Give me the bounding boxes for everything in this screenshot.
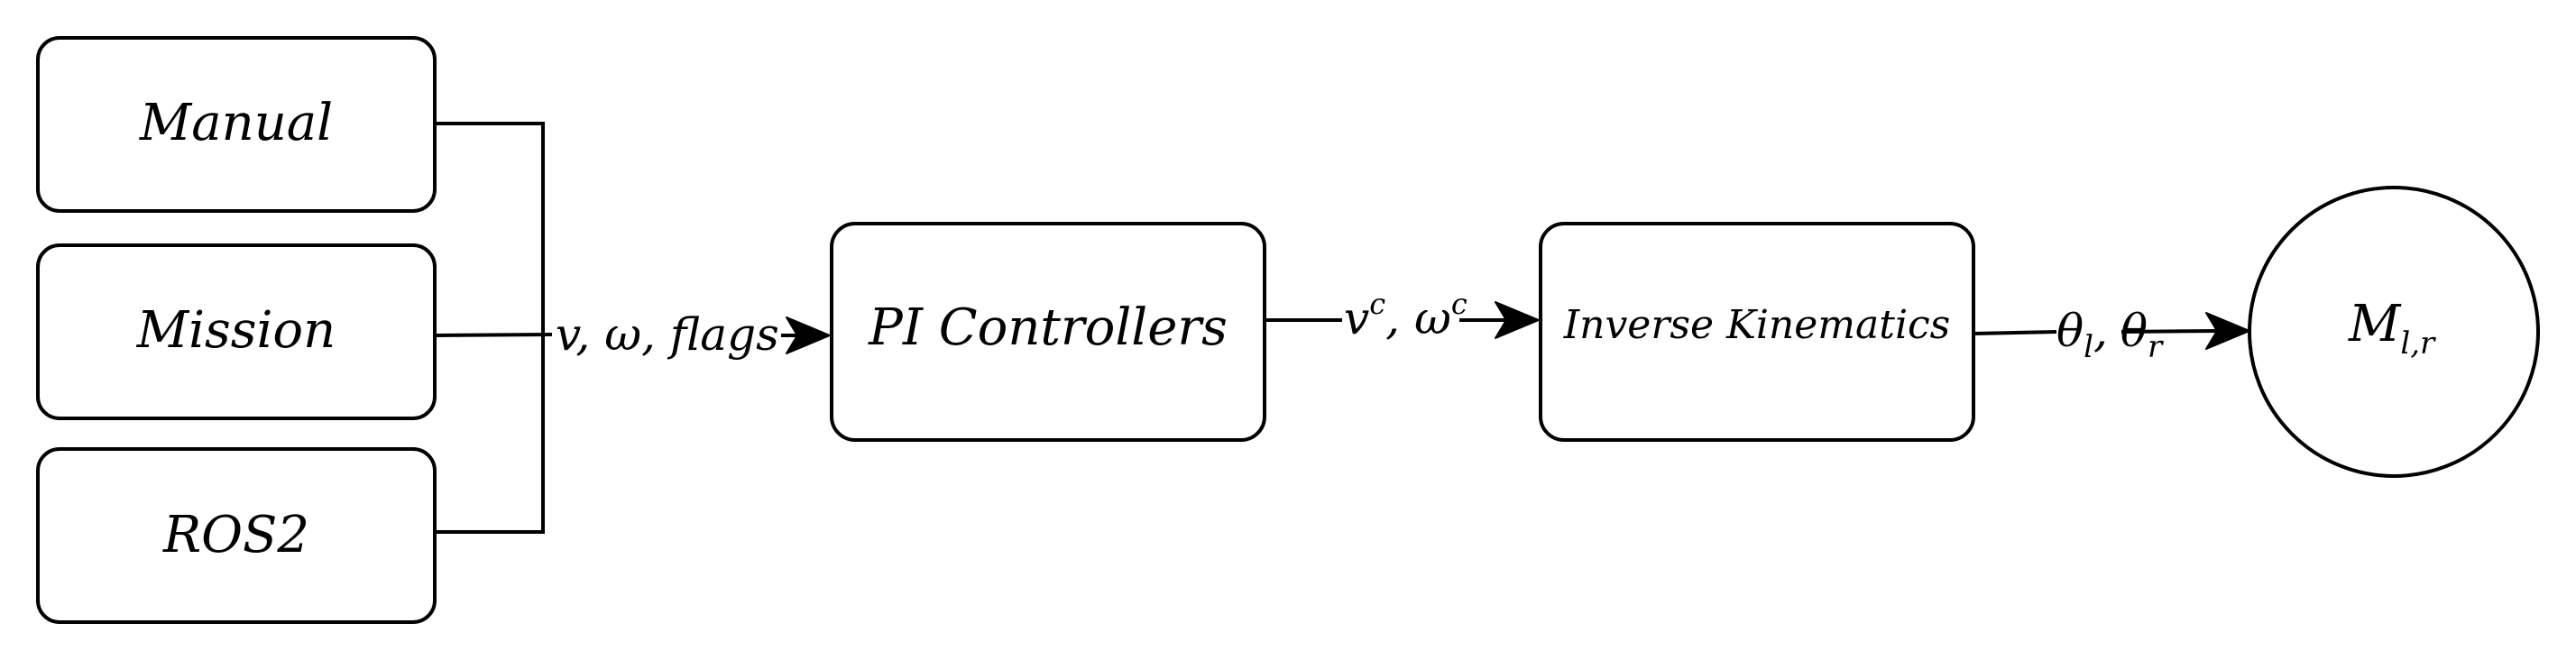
mission-block: Mission xyxy=(36,243,437,420)
pi-controllers-label: PI Controllers xyxy=(868,298,1228,357)
command-superscript: c xyxy=(1451,287,1467,321)
flags-symbol: flags xyxy=(667,308,779,361)
merge-arrowhead xyxy=(786,316,831,354)
manual-block: Manual xyxy=(36,36,437,213)
motor-label: Ml,r xyxy=(2348,295,2436,362)
command-superscript: c xyxy=(1369,287,1385,321)
ros2-block: ROS2 xyxy=(36,447,437,624)
theta-symbol: θ xyxy=(2056,305,2084,357)
angle-arrowhead xyxy=(2205,312,2250,350)
inverse-kinematics-label: Inverse Kinematics xyxy=(1563,302,1951,348)
manual-wire xyxy=(435,122,545,335)
angle-arrow-line xyxy=(2121,329,2220,334)
ros2-label: ROS2 xyxy=(162,506,309,564)
separator: , xyxy=(2093,305,2108,357)
left-subscript: l xyxy=(2084,329,2093,365)
separator: , xyxy=(1385,292,1400,344)
separator: , xyxy=(641,308,656,361)
pi-controllers-block: PI Controllers xyxy=(830,222,1266,442)
right-subscript: r xyxy=(2148,329,2164,365)
ros2-wire xyxy=(435,335,545,534)
command-arrowhead xyxy=(1495,301,1540,339)
merge-signal-label: v,ω,flags xyxy=(556,308,779,361)
manual-label: Manual xyxy=(139,94,333,152)
ik-output-wire xyxy=(1973,330,2057,335)
omega-symbol: ω xyxy=(1414,292,1451,344)
wheel-angle-label: θl,θr xyxy=(2056,305,2164,365)
motor-subscript: l,r xyxy=(2400,325,2436,362)
separator: , xyxy=(575,308,590,361)
motor-symbol: M xyxy=(2348,295,2402,353)
motor-node: Ml,r xyxy=(2248,186,2540,478)
inverse-kinematics-block: Inverse Kinematics xyxy=(1539,222,1975,442)
v-symbol: v xyxy=(1344,292,1369,344)
mission-label: Mission xyxy=(136,301,336,360)
omega-symbol: ω xyxy=(604,308,641,361)
command-signal-label: vc,ωc xyxy=(1344,287,1467,344)
